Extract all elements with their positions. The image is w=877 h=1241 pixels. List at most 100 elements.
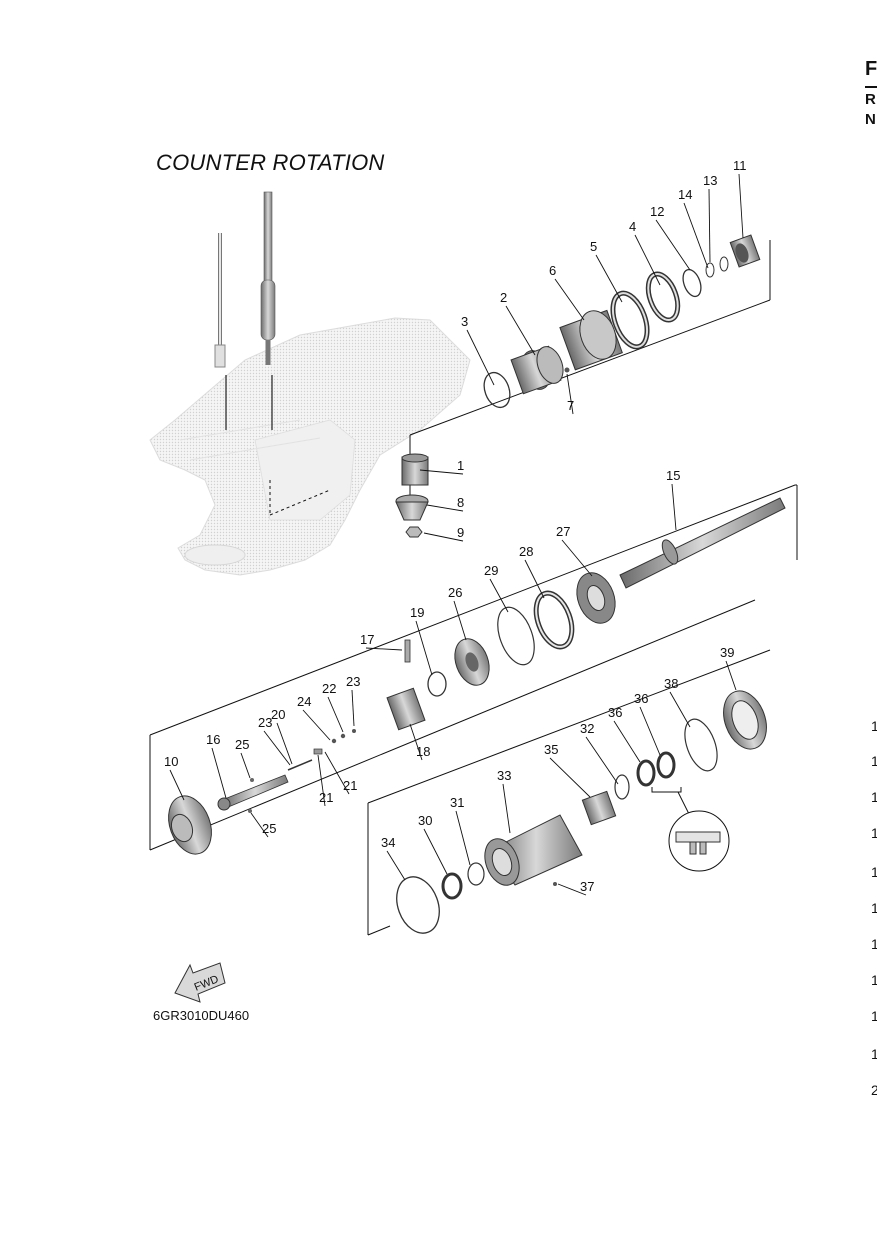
callout-number: 29 [484, 563, 498, 578]
drive-shaft [260, 191, 276, 430]
callout-number: 26 [448, 585, 462, 600]
callout-number: 35 [544, 742, 558, 757]
callout-number: 31 [450, 795, 464, 810]
callout-number: 7 [567, 398, 574, 413]
callout-leader [489, 578, 509, 613]
part-4-washer [645, 271, 681, 323]
part-6-sleeve [559, 309, 623, 371]
callout-number: 24 [297, 694, 311, 709]
part-24-pin [331, 738, 337, 744]
shift-rod [214, 233, 227, 430]
right-edge-number: 1 [871, 936, 877, 952]
callout-number: 19 [410, 605, 424, 620]
right-edge-number: 1 [871, 753, 877, 769]
callout-number: 39 [720, 645, 734, 660]
part-26-gear [454, 638, 490, 686]
lower-unit-housing [149, 317, 471, 576]
callout-leader [502, 783, 511, 834]
part-15-propeller-shaft [619, 497, 786, 589]
callout-leader [351, 689, 355, 727]
callout-number: 33 [497, 768, 511, 783]
callout-leader [595, 254, 623, 303]
callout-number: 15 [666, 468, 680, 483]
callout-leader [554, 278, 585, 321]
callout-number: 23 [258, 715, 272, 730]
assembly-frame [149, 240, 798, 936]
right-edge-number: 1 [871, 1046, 877, 1062]
part-3-circlip [483, 371, 511, 409]
callout-leader [263, 730, 291, 766]
part-17-key [404, 639, 411, 663]
callout-number: 28 [519, 544, 533, 559]
callout-number: 25 [235, 737, 249, 752]
callout-leader [365, 647, 403, 651]
callout-number: 10 [164, 754, 178, 769]
part-9-nut [405, 526, 423, 538]
drawing-code: 6GR3010DU460 [153, 1008, 250, 1023]
callout-leader [613, 720, 641, 763]
part-18-clutch [386, 687, 426, 731]
part-36-seal-b [636, 759, 656, 787]
callout-leader [566, 373, 574, 415]
right-edge-number: 1 [871, 825, 877, 841]
callout-number: 25 [262, 821, 276, 836]
part-35-bearing [581, 790, 617, 826]
callout-number: 34 [381, 835, 395, 850]
right-edge-row: R [865, 91, 876, 108]
diagram-title: COUNTER ROTATION [156, 150, 385, 175]
right-edge-number: 2 [871, 1082, 877, 1098]
part-36-seal-a [656, 751, 676, 779]
callout-leader [327, 696, 344, 733]
part-32-circlip [614, 774, 630, 800]
callout-leader [409, 723, 423, 761]
callout-leader [738, 173, 744, 239]
callout-number: 5 [590, 239, 597, 254]
callout-leader [671, 483, 677, 531]
callout-number: 36 [608, 705, 622, 720]
right-edge-header: F [865, 58, 877, 80]
part-21-spring [313, 748, 323, 755]
callout-leader [585, 736, 619, 785]
callout-number: 16 [206, 732, 220, 747]
callout-leader [455, 810, 471, 866]
callout-number: 38 [664, 676, 678, 691]
callout-leader [708, 188, 711, 263]
callout-leader [634, 234, 661, 286]
right-edge-row: N [865, 111, 876, 128]
callout-number: 30 [418, 813, 432, 828]
callout-leader [276, 722, 293, 765]
part-20-rod [287, 759, 313, 771]
callout-number: 22 [322, 681, 336, 696]
part-30-washer [441, 872, 463, 900]
callout-leader [169, 769, 185, 801]
callout-leader [466, 329, 495, 386]
callout-leader [426, 504, 464, 512]
callout-leader [419, 469, 464, 475]
callout-number: 21 [343, 778, 357, 793]
callout-leader [725, 660, 737, 691]
callout-number: 8 [457, 495, 464, 510]
callout-leader [549, 757, 591, 798]
callout-leader [324, 751, 350, 795]
callout-number: 14 [678, 187, 692, 202]
callout-number: 11 [733, 158, 747, 173]
callout-leader [302, 709, 331, 741]
part-2-bearing [510, 345, 564, 395]
seal-detail-bracket [651, 787, 730, 872]
callout-number: 2 [500, 290, 507, 305]
part-27-bearing [576, 572, 616, 624]
callout-number: 36 [634, 691, 648, 706]
callout-leader [386, 850, 406, 881]
callout-number: 4 [629, 219, 636, 234]
callout-number: 20 [271, 707, 285, 722]
part-19-washer [427, 671, 447, 697]
callout-leader [317, 754, 326, 807]
part-12-circlip [682, 268, 702, 298]
callout-number: 1 [457, 458, 464, 473]
callout-number: 13 [703, 173, 717, 188]
callout-number: 37 [580, 879, 594, 894]
callout-number: 6 [549, 263, 556, 278]
callout-number: 32 [580, 721, 594, 736]
